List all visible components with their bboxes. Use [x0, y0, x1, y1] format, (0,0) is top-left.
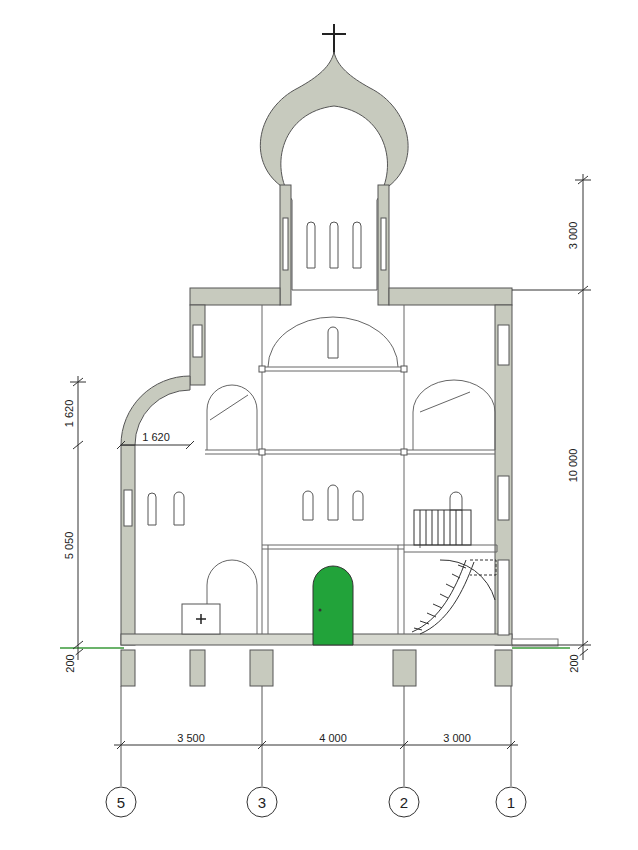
axis-number: 2 — [388, 786, 420, 818]
axis-circle: 2 — [388, 786, 420, 818]
axis-number: 3 — [246, 786, 278, 818]
column-marks — [259, 366, 407, 455]
axis-circle-shape — [106, 787, 136, 817]
ground-line — [512, 647, 570, 649]
axis-lines — [121, 686, 511, 786]
dimension-value: 1 620 — [141, 432, 171, 443]
axis-circle: 1 — [495, 786, 527, 818]
structure — [121, 24, 512, 686]
wall-windows — [124, 218, 509, 635]
axis-circle-shape — [389, 787, 419, 817]
ground-line — [60, 647, 124, 649]
axis-circle: 5 — [105, 786, 137, 818]
altar — [182, 604, 220, 634]
dimension-value: 10 000 — [569, 447, 580, 483]
railing — [414, 510, 471, 545]
dimension-value: 3 000 — [569, 220, 580, 250]
dimension-value: 5 050 — [65, 530, 76, 560]
interior-windows — [148, 222, 462, 525]
dimension-value: 4 000 — [318, 733, 348, 744]
axis-number: 1 — [495, 786, 527, 818]
dimension-lines — [70, 174, 591, 749]
altar-cross — [196, 614, 206, 624]
door — [313, 566, 353, 645]
axis-circle-shape — [496, 787, 526, 817]
stair — [412, 560, 496, 634]
dimension-value: 200 — [64, 653, 75, 673]
axis-circle-shape — [247, 787, 277, 817]
dimension-value: 3 000 — [442, 733, 472, 744]
dimension-value: 200 — [568, 653, 579, 673]
axis-circle: 3 — [246, 786, 278, 818]
dimension-value: 1 620 — [65, 398, 76, 428]
door-handle — [319, 609, 322, 612]
axis-number: 5 — [105, 786, 137, 818]
dimension-value: 3 500 — [176, 733, 206, 744]
